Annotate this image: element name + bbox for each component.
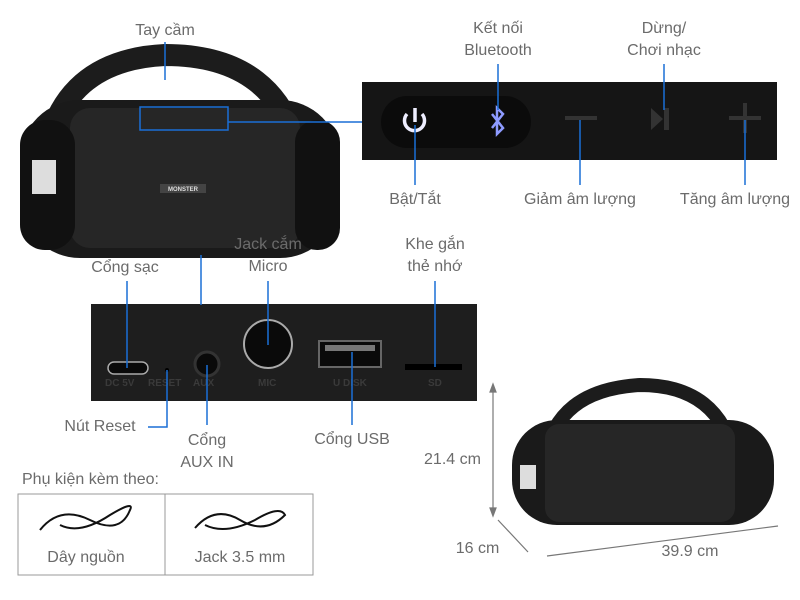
label-volume-up: Tăng âm lượng — [679, 191, 791, 208]
speaker-main-image: MONSTER — [20, 43, 340, 258]
label-charge-port: Cổng sạc — [91, 259, 159, 276]
control-panel-closeup — [362, 82, 777, 160]
sd-marking: SD — [428, 378, 442, 389]
label-sd-slot: Khe gắn thẻ nhớ — [385, 234, 485, 278]
label-volume-down: Giảm âm lượng — [524, 191, 636, 208]
label-line: Micro — [248, 258, 288, 275]
dimension-height: 21.4 cm — [424, 451, 481, 468]
label-line: Dừng/ — [641, 20, 687, 37]
power-cable-image — [39, 505, 132, 531]
label-line: AUX IN — [180, 454, 234, 471]
label-line: Chơi nhạc — [627, 42, 701, 59]
port-panel-closeup: DC 5V RESET AUX MIC U DISK SD — [91, 304, 477, 401]
speaker-dimension-image — [512, 377, 774, 525]
dimension-arrows — [489, 382, 779, 557]
label-line: Jack cắm — [234, 236, 302, 253]
plus-icon — [729, 103, 761, 133]
label-line: Kết nối — [473, 20, 523, 37]
callout-lines — [126, 42, 746, 428]
reset-marking: RESET — [148, 378, 181, 389]
accessory-power-cable: Dây nguồn — [47, 549, 125, 566]
bluetooth-icon — [491, 104, 505, 138]
dimension-depth: 16 cm — [455, 540, 500, 557]
label-line: Khe gắn — [405, 236, 465, 253]
accessory-aux-cable: Jack 3.5 mm — [194, 549, 286, 566]
dc-marking: DC 5V — [105, 378, 135, 389]
minus-icon — [565, 116, 597, 120]
label-line: thẻ nhớ — [407, 258, 463, 275]
label-reset: Nút Reset — [64, 418, 136, 435]
aux-cable-image — [194, 510, 287, 530]
mic-marking: MIC — [258, 378, 276, 389]
label-handle: Tay cầm — [135, 22, 195, 39]
play-pause-icon — [651, 108, 669, 130]
accessories-box — [17, 493, 314, 576]
accessories-title: Phụ kiện kèm theo: — [22, 471, 159, 488]
dimension-width: 39.9 cm — [661, 543, 719, 560]
label-line: Bluetooth — [464, 42, 532, 59]
label-power: Bật/Tắt — [389, 191, 441, 208]
label-usb: Cổng USB — [314, 431, 390, 448]
aux-marking: AUX — [193, 378, 214, 389]
label-line: Cổng — [187, 432, 227, 449]
udisk-marking: U DISK — [333, 378, 368, 389]
label-play-pause: Dừng/Chơi nhạc — [614, 18, 714, 62]
brand-logo-text: MONSTER — [168, 187, 199, 193]
